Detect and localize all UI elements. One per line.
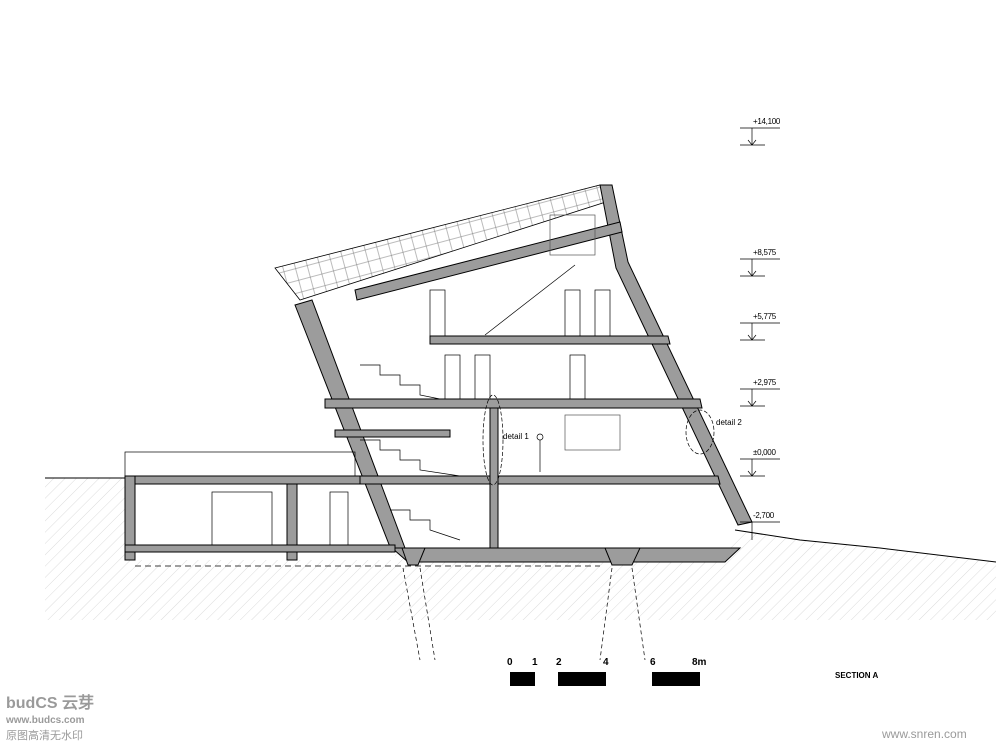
scale-tick: 2 — [556, 657, 562, 668]
scale-tick: 8m — [692, 657, 707, 668]
level-label: +14,100 — [753, 117, 781, 126]
level-label: +2,975 — [753, 378, 776, 387]
detail-label: detail 2 — [716, 418, 742, 427]
detail-label: detail 1 — [503, 432, 529, 441]
level-markers — [740, 127, 780, 540]
scale-bar — [510, 672, 700, 686]
watermark-tagline: 原图高清无水印 — [6, 730, 83, 742]
scale-tick: 6 — [650, 657, 656, 668]
level-label: ±0,000 — [753, 448, 776, 457]
watermark-logo: budCS 云芽 — [6, 695, 94, 712]
level-label: -2,700 — [753, 511, 774, 520]
watermark-right: www.snren.com — [882, 727, 967, 741]
interior-elements — [124, 214, 715, 661]
building-walls — [124, 184, 753, 566]
watermark-site: www.budcs.com — [6, 715, 85, 726]
section-title: SECTION A — [835, 671, 879, 680]
scale-tick: 4 — [603, 657, 609, 668]
level-label: +8,575 — [753, 248, 776, 257]
scale-tick: 0 — [507, 657, 513, 668]
level-label: +5,775 — [753, 312, 776, 321]
scale-tick: 1 — [532, 657, 538, 668]
